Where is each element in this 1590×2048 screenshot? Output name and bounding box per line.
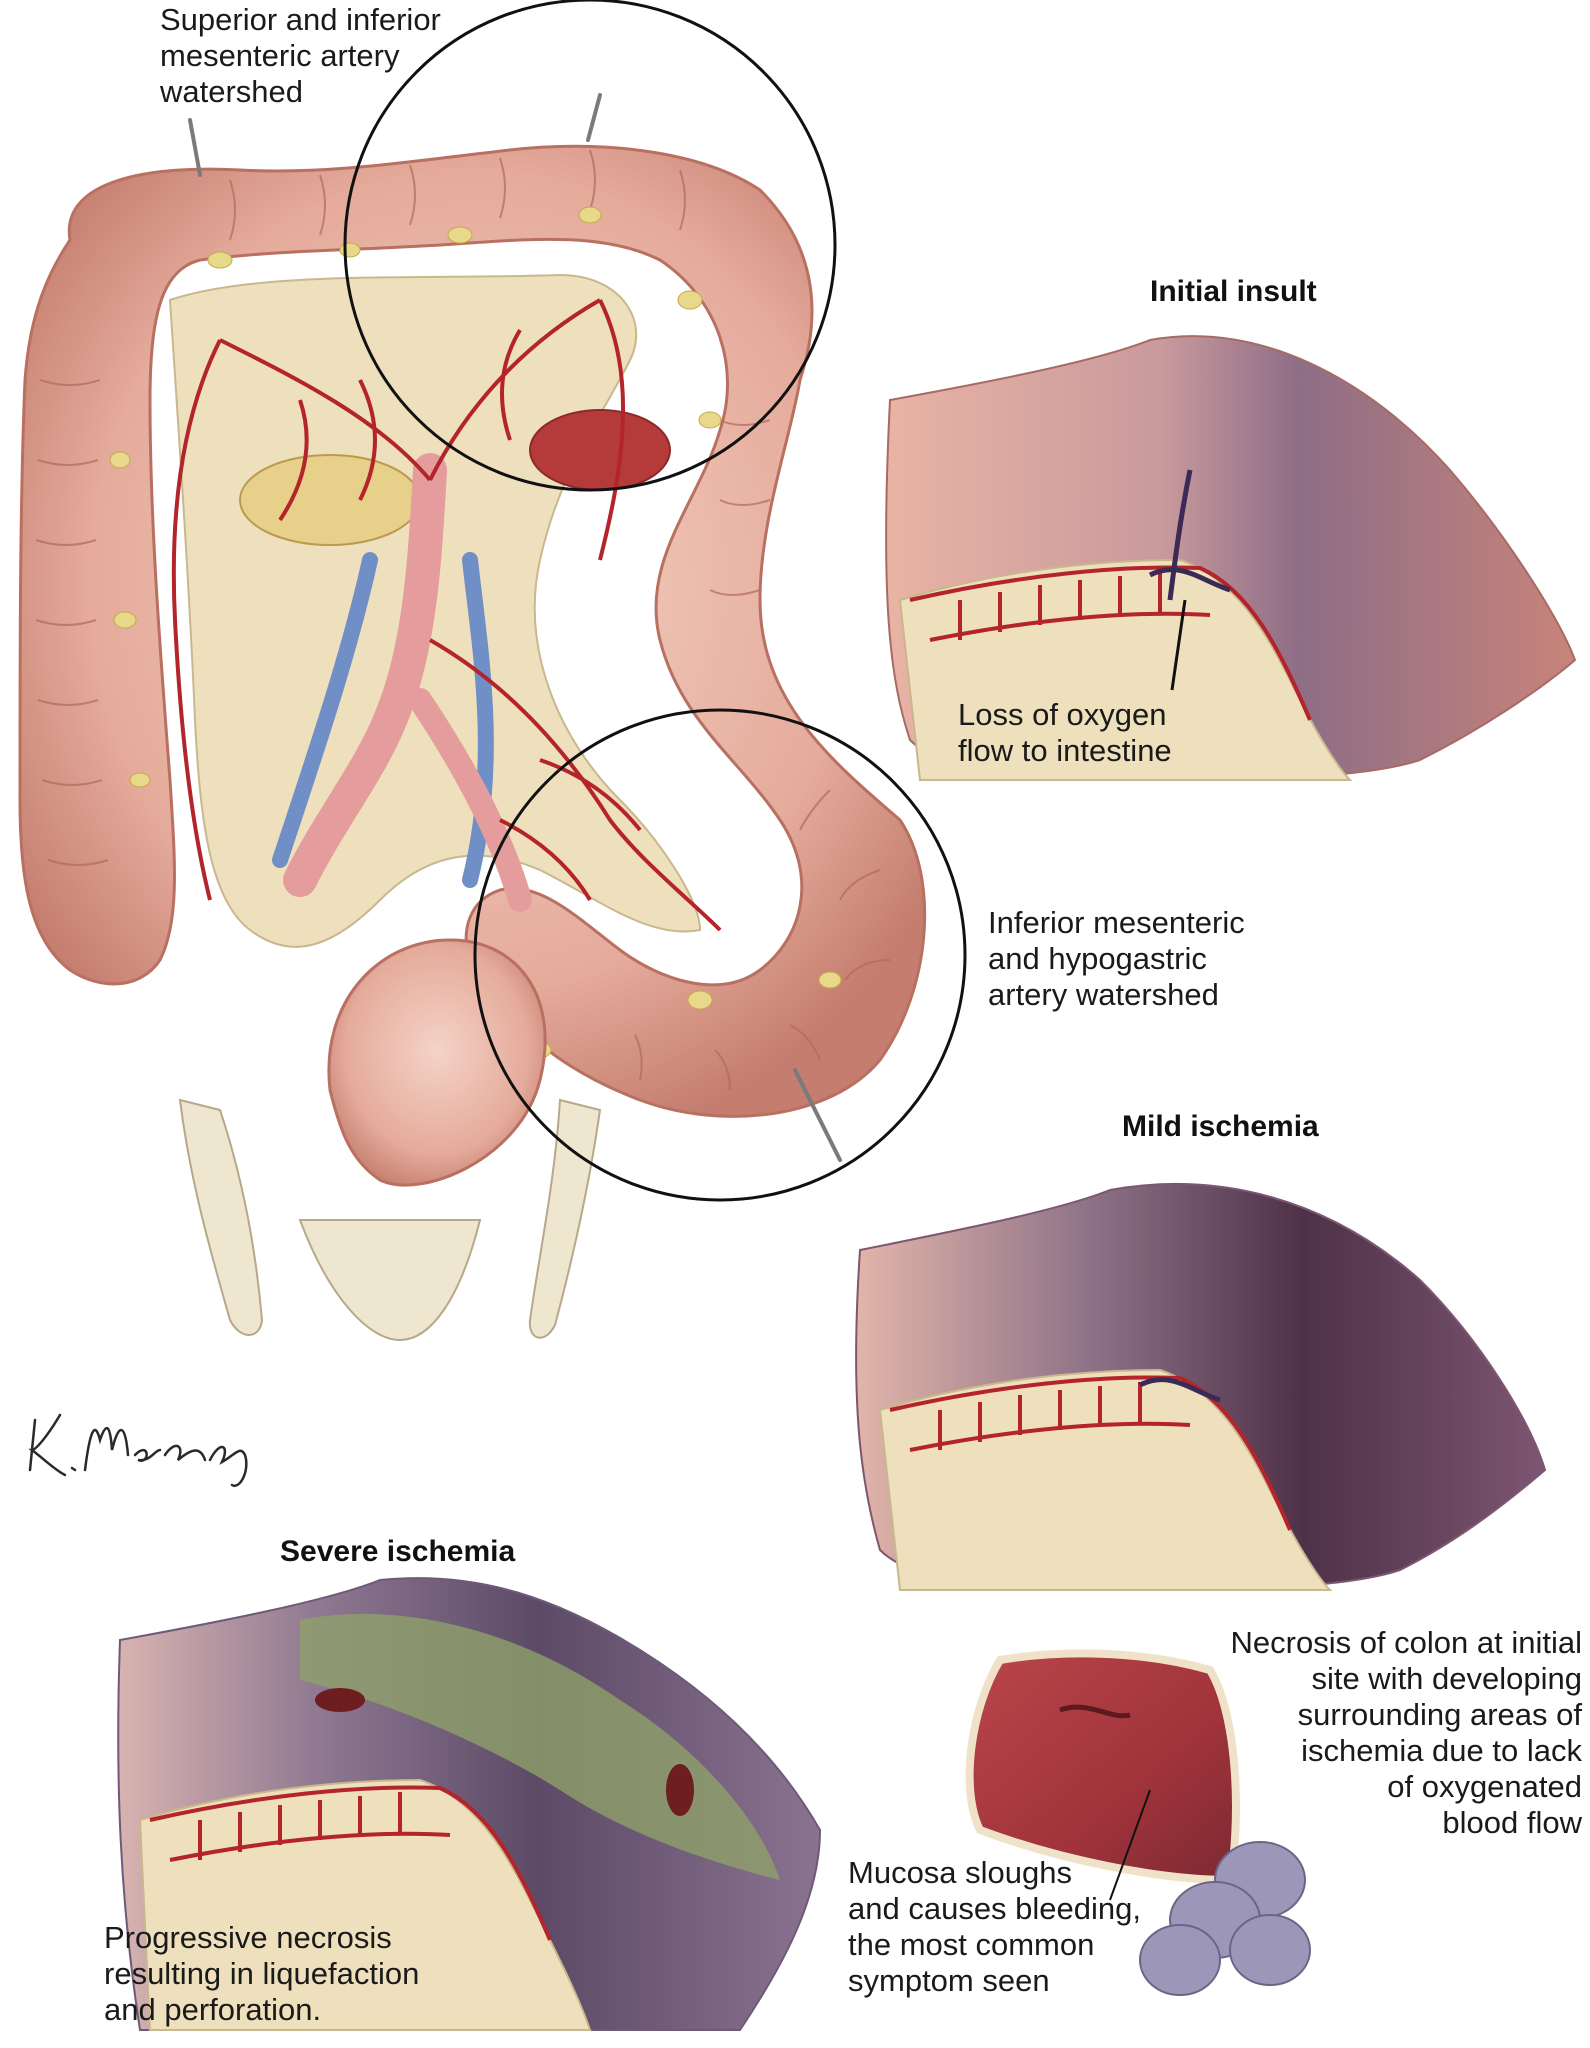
- label-line: symptom seen: [848, 1963, 1050, 1998]
- severe-ischemia-illustration: [117, 1577, 822, 2031]
- label-line: and perforation.: [104, 1992, 322, 2027]
- label-line: Mucosa sloughs: [848, 1855, 1073, 1890]
- label-line: Inferior mesenteric: [988, 905, 1245, 940]
- label-line: the most common: [848, 1927, 1095, 1962]
- necrosis-initial-site-label: Necrosis of colon at initial site with d…: [1231, 1625, 1583, 1841]
- mild-ischemia-illustration: [855, 1183, 1547, 1592]
- necrotic-colon-segment: [965, 1649, 1311, 1996]
- label-line: Necrosis of colon at initial: [1230, 1625, 1583, 1660]
- label-line: flow to intestine: [958, 733, 1172, 768]
- colon-frame: [18, 144, 927, 1118]
- ima-hypogastric-watershed-label: Inferior mesenteric and hypogastric arte…: [988, 905, 1245, 1013]
- progressive-necrosis-label: Progressive necrosis resulting in liquef…: [104, 1920, 419, 2028]
- initial-insult-illustration: [885, 335, 1577, 782]
- label-line: ischemia due to lack: [1301, 1733, 1582, 1768]
- sma-ima-watershed-label: Superior and inferior mesenteric artery …: [160, 2, 441, 110]
- artist-signature: [28, 1413, 248, 1487]
- sma-ima-watershed-circle: [343, 0, 837, 492]
- ima-hypogastric-watershed-circle: [473, 708, 967, 1202]
- mucosa-sloughs-label: Mucosa sloughs and causes bleeding, the …: [848, 1855, 1141, 1999]
- stage-heading-mild: Mild ischemia: [1122, 1110, 1319, 1143]
- label-line: and hypogastric: [988, 941, 1207, 976]
- label-line: watershed: [160, 74, 304, 109]
- label-line: resulting in liquefaction: [104, 1956, 420, 1991]
- label-line: mesenteric artery: [160, 38, 400, 73]
- colon-anatomy-main: [18, 0, 967, 1342]
- label-line: and causes bleeding,: [848, 1891, 1142, 1926]
- label-line: Loss of oxygen: [958, 697, 1167, 732]
- label-line: surrounding areas of: [1297, 1697, 1582, 1732]
- stage-heading-initial: Initial insult: [1150, 275, 1317, 308]
- label-line: Progressive necrosis: [104, 1920, 392, 1955]
- label-line: site with developing: [1311, 1661, 1582, 1696]
- label-line: blood flow: [1442, 1805, 1582, 1840]
- label-line: of oxygenated: [1387, 1769, 1582, 1804]
- stage-heading-severe: Severe ischemia: [280, 1535, 516, 1568]
- label-line: Superior and inferior: [160, 2, 441, 37]
- label-line: artery watershed: [988, 977, 1219, 1012]
- loss-of-oxygen-label: Loss of oxygen flow to intestine: [958, 697, 1172, 769]
